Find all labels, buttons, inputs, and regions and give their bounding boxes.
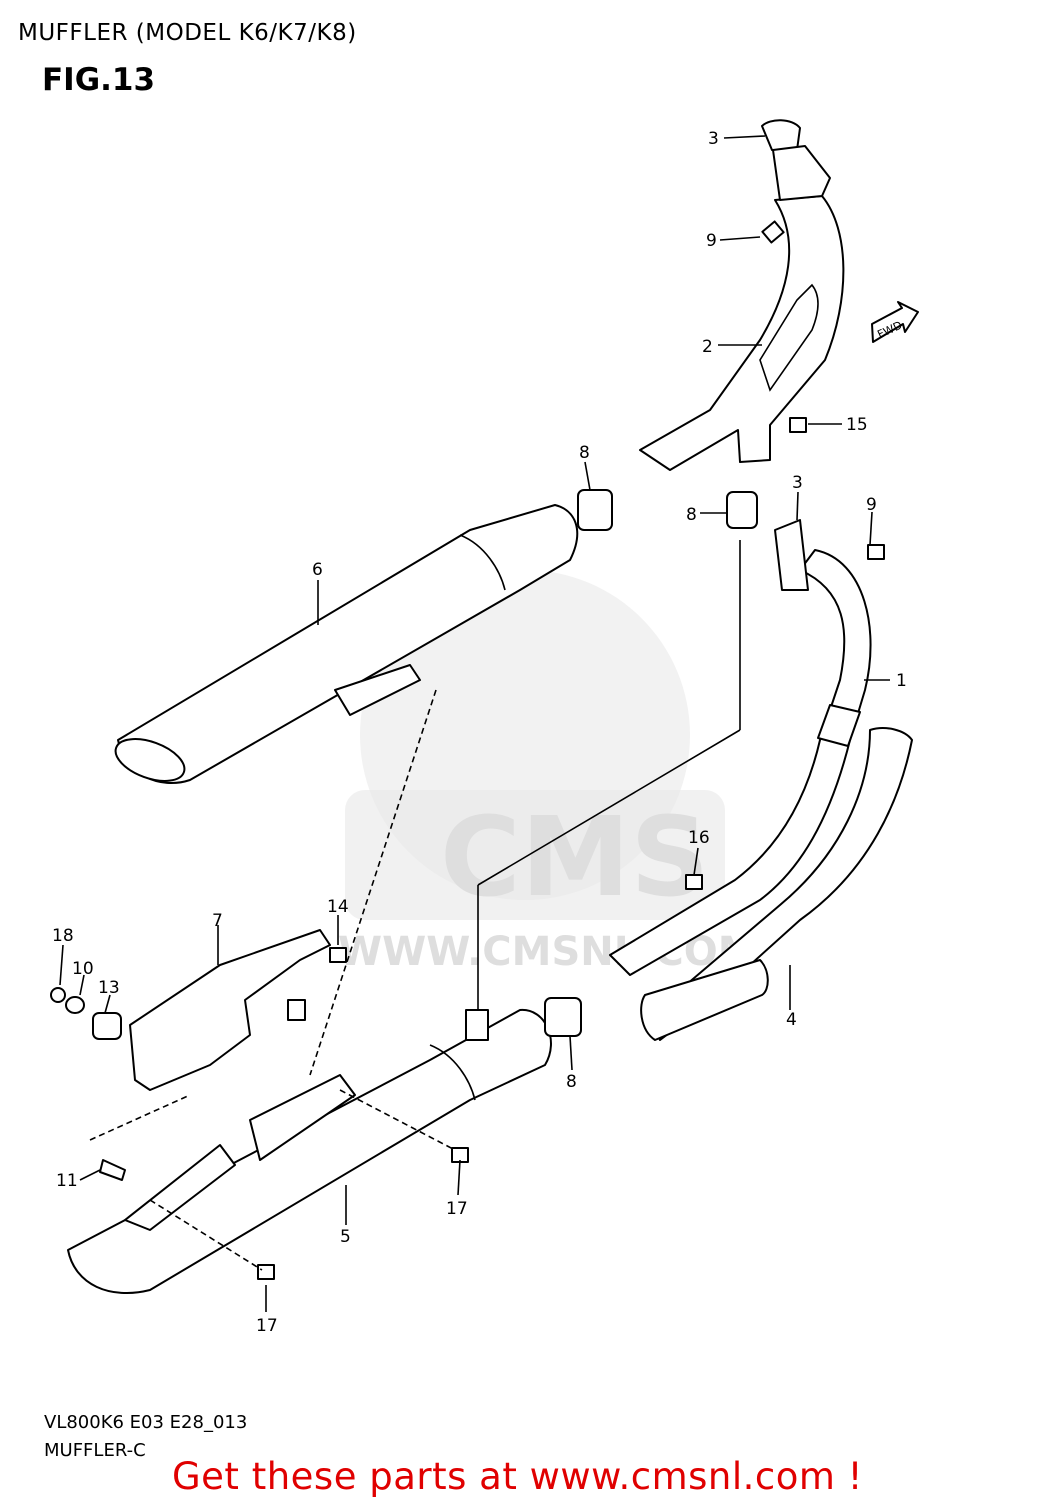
callout-14: 15 — [846, 415, 868, 435]
watermark-brand: CMS — [440, 793, 709, 921]
callout-8-upper: 8 — [579, 443, 590, 463]
callout-8-lower: 8 — [566, 1072, 577, 1092]
callout-10: 10 — [72, 959, 94, 979]
figure-label: FIG.13 — [42, 62, 156, 98]
connector-sleeve-lower — [544, 997, 582, 1037]
callout-12: 13 — [98, 978, 120, 998]
leader-lines — [59, 135, 890, 1312]
callout-4: 4 — [786, 1010, 797, 1030]
callout-8-middle: 8 — [686, 505, 697, 525]
callout-2: 2 — [702, 337, 713, 357]
callout-18: 18 — [52, 926, 74, 946]
cms-watermark: CMS WWW.CMSNL.COM — [338, 570, 758, 975]
callout-1: 1 — [896, 671, 907, 691]
callout-5: 5 — [340, 1227, 351, 1247]
fasteners — [50, 220, 885, 1280]
rear-exhaust-pipe — [609, 519, 872, 976]
connector-sleeve-middle — [726, 491, 758, 529]
callout-16: 16 — [688, 828, 710, 848]
callout-7: 7 — [212, 911, 223, 931]
heat-shield — [640, 727, 913, 1041]
callout-15: 17 — [446, 1199, 468, 1219]
front-exhaust-pipe — [639, 119, 845, 471]
callout-6: 6 — [312, 560, 323, 580]
diagram-code: VL800K6 E03 E28_013 — [44, 1412, 248, 1433]
connector-sleeve-upper — [577, 489, 613, 531]
callout-13: 14 — [327, 897, 349, 917]
callout-3-lower: 3 — [792, 473, 803, 493]
callout-11: 11 — [56, 1171, 78, 1191]
cta-link[interactable]: Get these parts at www.cmsnl.com ! — [172, 1455, 864, 1498]
callout-9-lower: 9 — [866, 495, 877, 515]
callout-3-upper: 3 — [708, 129, 719, 149]
lower-muffler — [67, 1008, 552, 1295]
page-title: MUFFLER (MODEL K6/K7/K8) — [18, 20, 357, 46]
diagram-name: MUFFLER-C — [44, 1440, 146, 1461]
upper-muffler — [114, 504, 579, 785]
callout-9-upper: 9 — [706, 231, 717, 251]
callout-17: 17 — [256, 1316, 278, 1336]
callout-labels: 3 9 2 15 8 8 3 9 1 6 16 4 14 7 18 10 13 … — [52, 129, 907, 1336]
forward-direction-arrow: FWD — [871, 301, 919, 343]
muffler-bracket — [129, 929, 331, 1091]
